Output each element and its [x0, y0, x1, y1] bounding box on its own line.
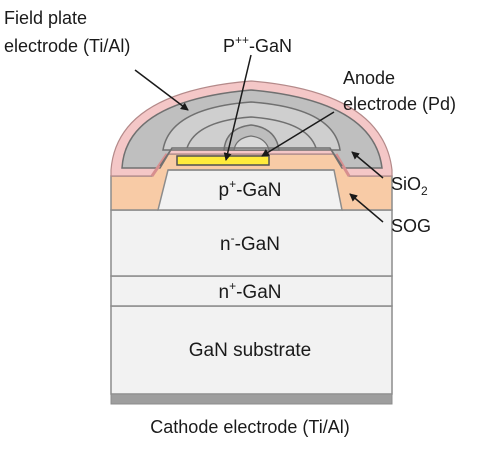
anode-label-line2: electrode (Pd) — [343, 94, 456, 114]
n-minus-gan-label: n--GaN — [220, 231, 280, 255]
sio2-label-base: SiO — [391, 174, 421, 194]
n-plus-gan-label-rest: -GaN — [236, 282, 281, 303]
n-plus-gan-label: n+-GaN — [219, 279, 282, 303]
pgan-cap-leader — [223, 54, 252, 161]
sio2-leader — [351, 151, 384, 179]
anode-electrode — [176, 155, 270, 166]
p-plus-plus-gan-inner — [233, 135, 270, 151]
anode-label-line1: Anode — [343, 68, 395, 88]
sio2-mesa-edge-right — [334, 153, 351, 177]
field-plate-label-line1: Field plate — [4, 8, 87, 28]
sog-label: SOG — [391, 216, 431, 236]
n-minus-gan-label-sup: - — [231, 231, 235, 245]
field-plate-inner-ridge — [186, 116, 317, 149]
n-minus-gan-label-base: n — [220, 234, 231, 255]
pgan-cap-label-rest: -GaN — [249, 36, 292, 56]
p-plus-gan-label: p+-GaN — [219, 177, 282, 201]
pgan-cap-label: P++-GaN — [223, 33, 292, 56]
p-plus-gan-label-sup: + — [229, 177, 236, 191]
p-plus-gan-label-base: p — [219, 180, 230, 201]
sio2-mesa-edge-left — [150, 153, 169, 177]
anode-leader — [261, 111, 335, 157]
pgan-cap-label-sup: ++ — [235, 33, 249, 47]
n-plus-gan-label-base: n — [219, 282, 230, 303]
p-plus-gan-label-rest: -GaN — [236, 180, 281, 201]
gan-substrate-layer — [110, 305, 393, 395]
cathode-electrode-layer — [110, 393, 393, 405]
field-plate-step-rim — [159, 147, 343, 167]
n-minus-gan-label-rest: -GaN — [235, 234, 280, 255]
field-plate-label-line2: electrode (Ti/Al) — [4, 36, 130, 56]
cathode-label: Cathode electrode (Ti/Al) — [150, 417, 349, 437]
sog-leader — [349, 193, 384, 223]
field-plate-leader — [134, 69, 189, 111]
sio2-label-sub: 2 — [421, 184, 428, 198]
n-plus-gan-label-sup: + — [229, 279, 236, 293]
gan-substrate-label: GaN substrate — [189, 340, 312, 361]
sio2-label: SiO2 — [391, 174, 428, 198]
pgan-cap-label-base: P — [223, 36, 235, 56]
n-plus-gan-layer — [110, 275, 393, 307]
